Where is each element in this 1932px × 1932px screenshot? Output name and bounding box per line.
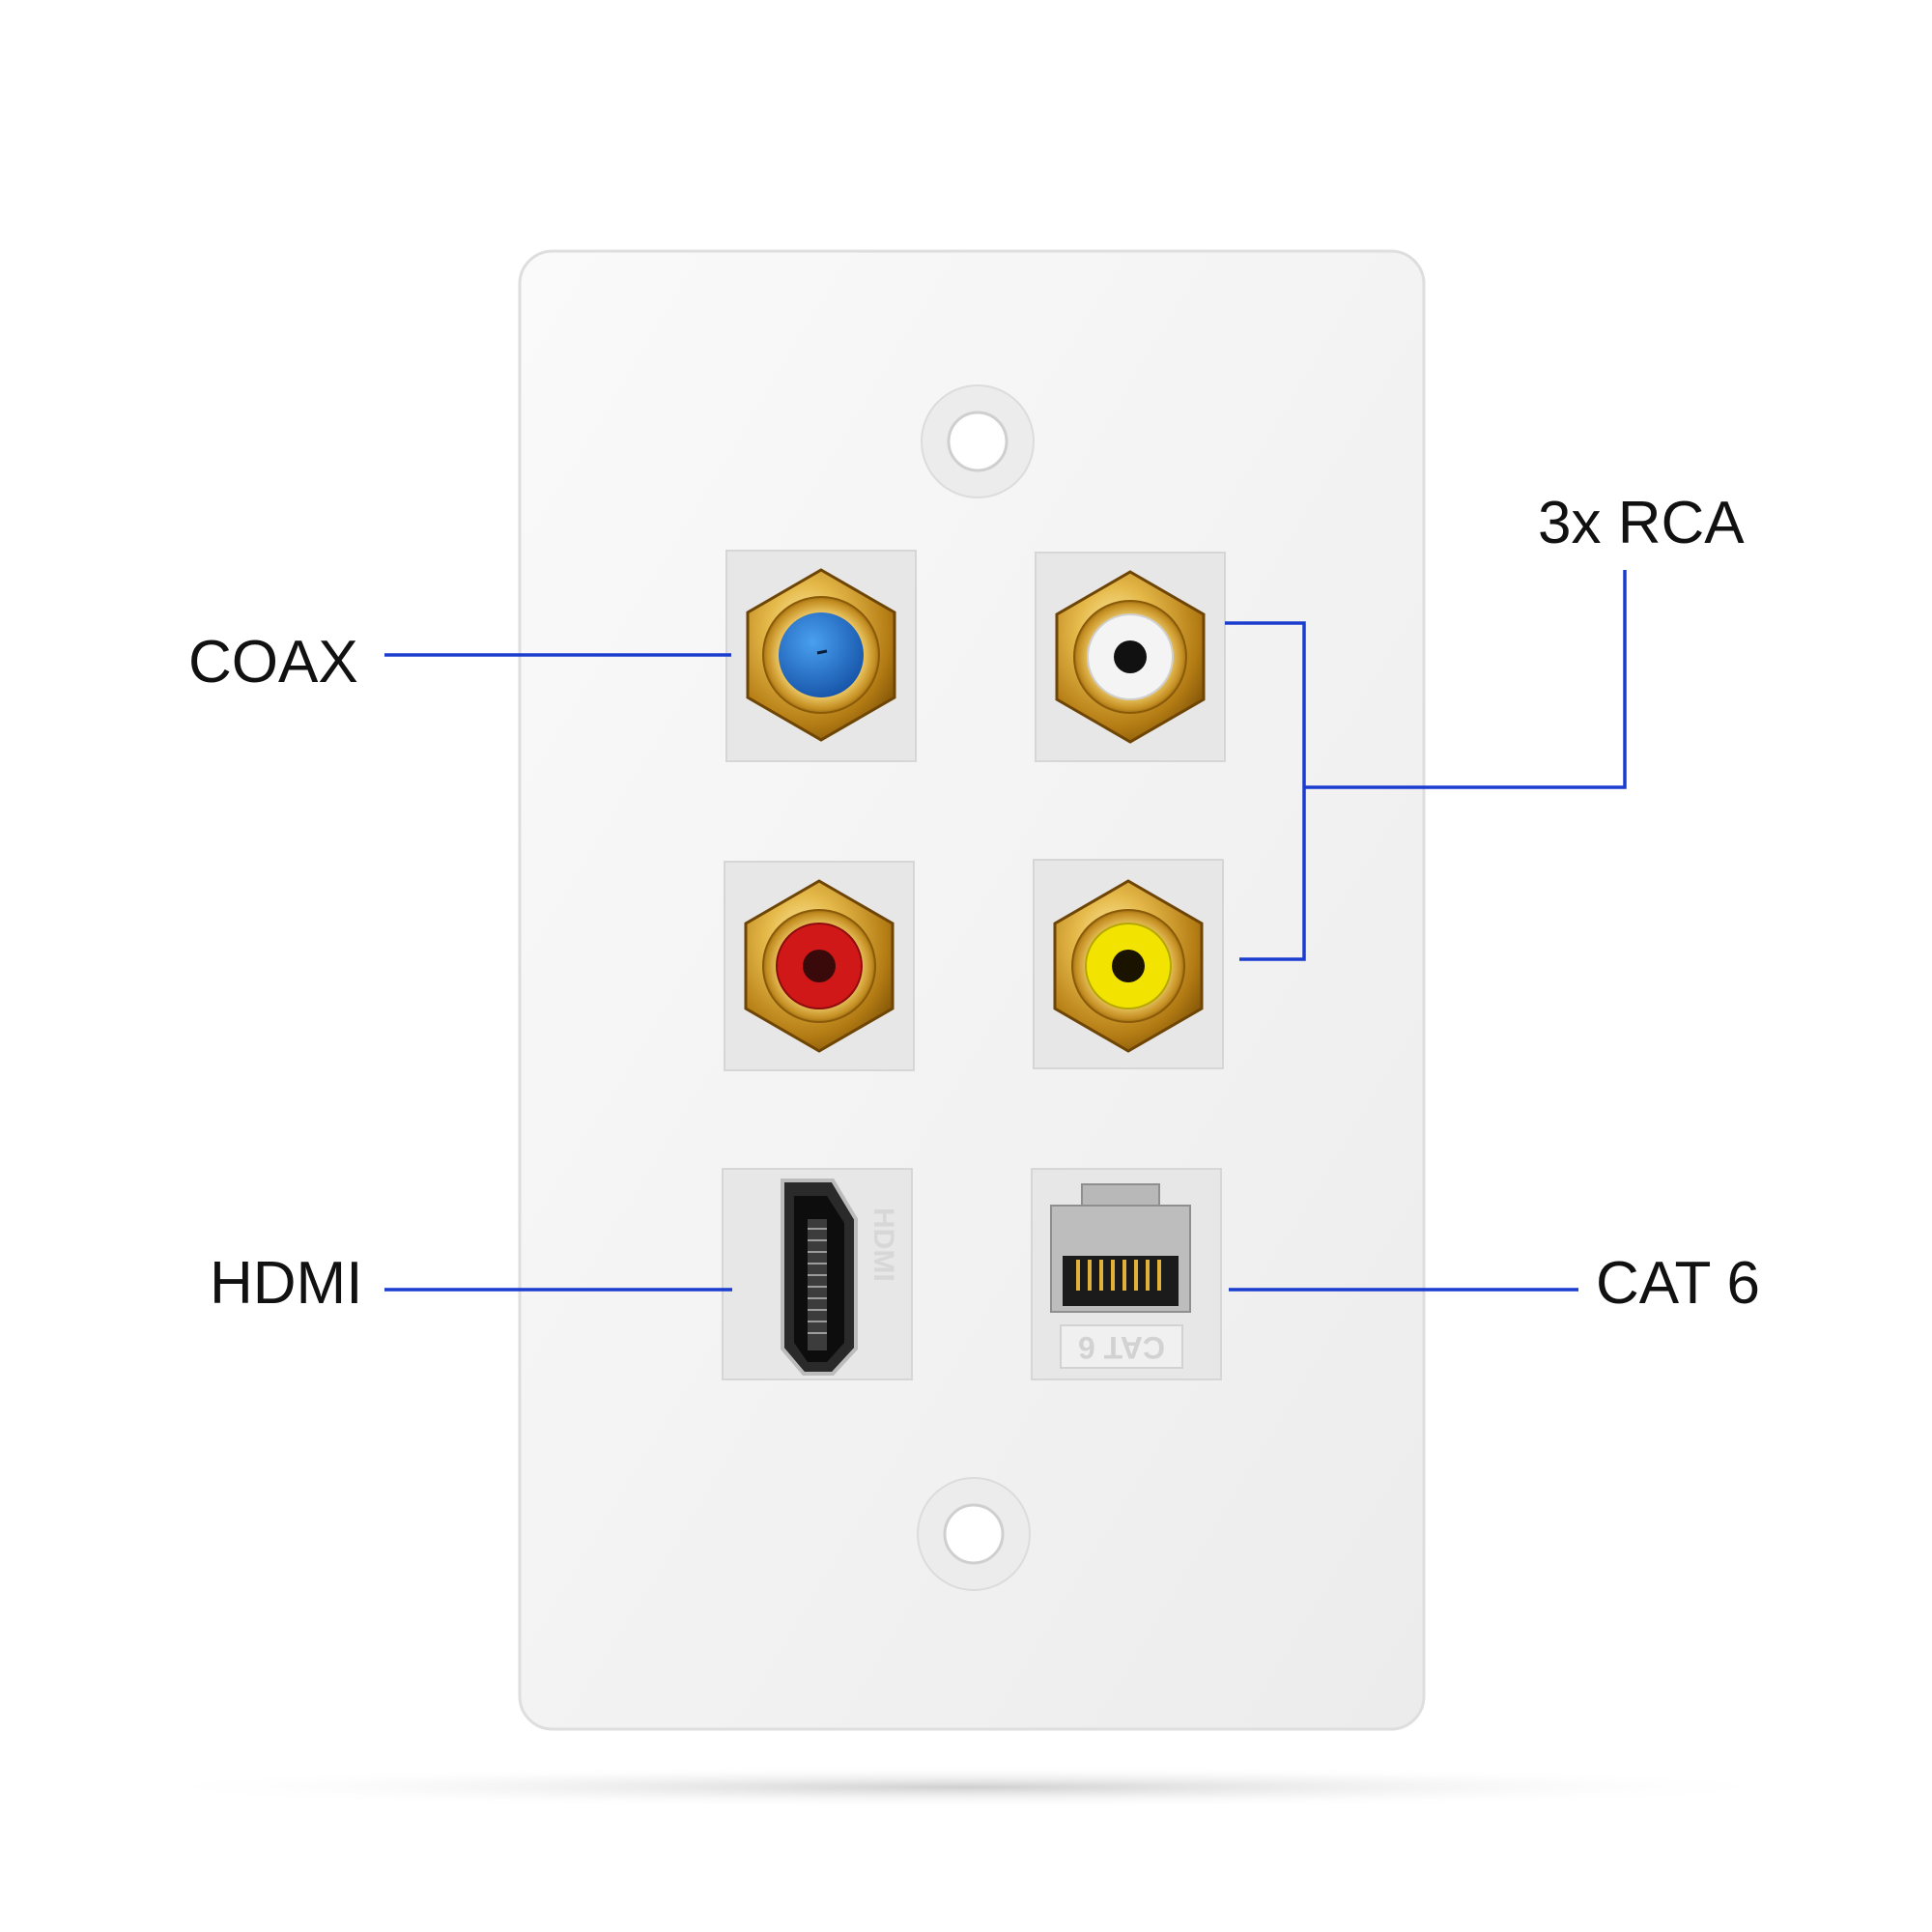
cat6-module-marking: CAT 6 (1078, 1330, 1165, 1365)
screw-hole-icon (921, 384, 1035, 498)
plate-shadow (116, 1766, 1816, 1808)
hdmi-module-marking: HDMI (867, 1208, 899, 1282)
rca-white-jack-icon (1055, 570, 1206, 744)
rca-yellow-jack-icon (1053, 879, 1204, 1053)
screw-hole-icon (917, 1477, 1031, 1591)
cat6-port-icon (1050, 1183, 1191, 1369)
rca-callout-bracket (1225, 621, 1306, 961)
coax-jack-icon (746, 568, 896, 742)
rca-label: 3x RCA (1538, 490, 1745, 556)
hdmi-port-icon (781, 1179, 858, 1376)
rca-callout-line (1304, 570, 1627, 789)
cat6-label: CAT 6 (1596, 1250, 1760, 1317)
coax-label: COAX (188, 629, 358, 696)
rca-red-jack-icon (744, 879, 895, 1053)
hdmi-label: HDMI (210, 1250, 362, 1317)
